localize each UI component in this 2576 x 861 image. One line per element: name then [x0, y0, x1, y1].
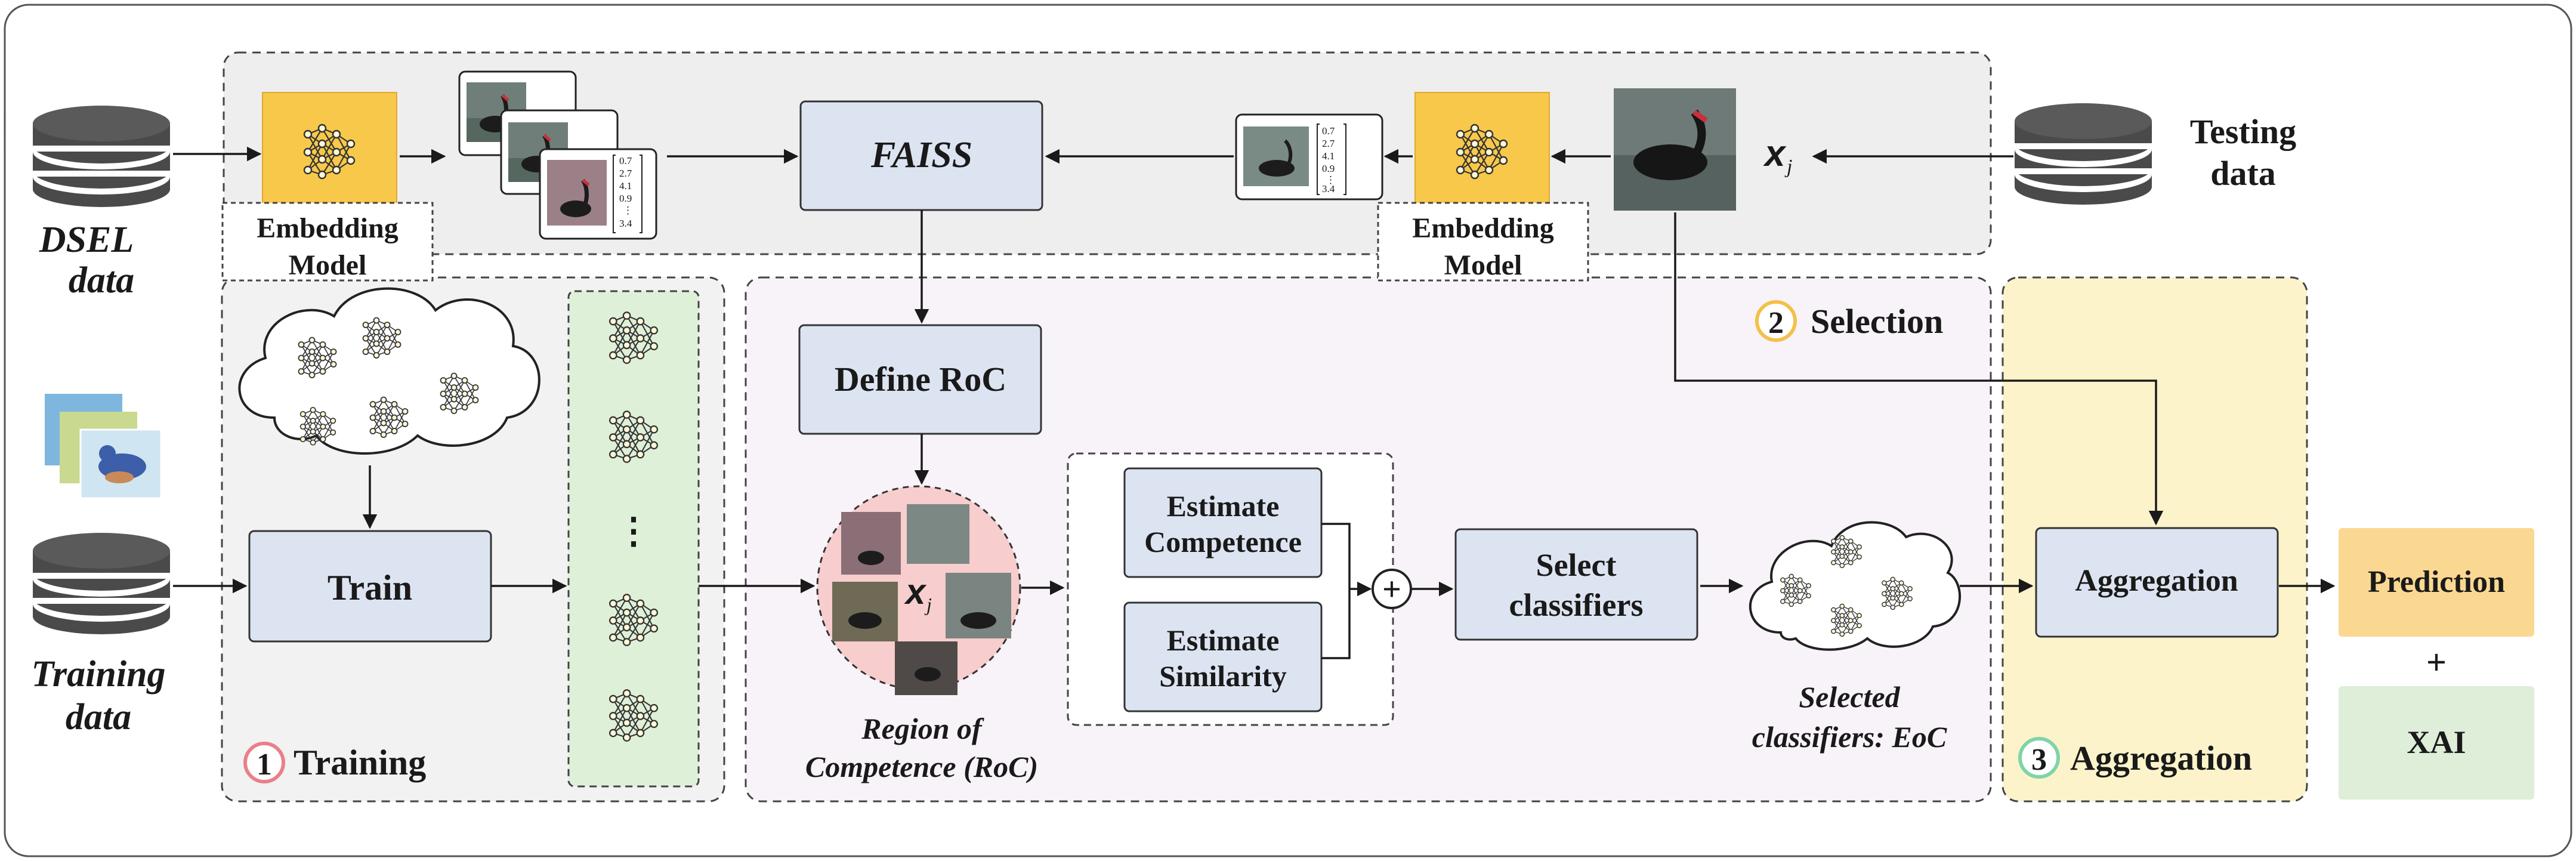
svg-text:⋮: ⋮: [623, 205, 633, 216]
xai-box: [2339, 686, 2534, 800]
estimate-competence-line2: Competence: [1144, 525, 1302, 558]
svg-text:x: x: [1763, 133, 1787, 174]
combine-node: [1372, 569, 1412, 609]
training-label-line1: Training: [31, 654, 165, 695]
selected-classifiers-cloud: [1749, 521, 1961, 651]
svg-text:x: x: [904, 572, 927, 612]
selected-caption-line2: classifiers: EoC: [1752, 720, 1947, 754]
define-roc-box: [798, 324, 1042, 435]
estimate-competence-box: [1123, 467, 1323, 578]
dsel-label-line1: DSEL: [39, 220, 134, 260]
roc-caption-line2: Competence (RoC): [805, 750, 1038, 783]
stage-2-label: Selection: [1811, 302, 1943, 341]
testing-label-line1: Testing: [2190, 112, 2296, 151]
stage-2-number: 2: [1768, 306, 1784, 340]
query-image: [1614, 88, 1736, 211]
feature-cards-stack: [458, 70, 657, 240]
xai-label: XAI: [2407, 724, 2466, 760]
svg-text:0.9: 0.9: [1322, 163, 1335, 174]
plus-sign: +: [2426, 643, 2447, 682]
prediction-label: Prediction: [2368, 565, 2505, 599]
svg-text:0.7: 0.7: [619, 155, 632, 166]
estimate-competence-line1: Estimate: [1167, 489, 1280, 523]
train-label: Train: [328, 568, 412, 607]
svg-text:3.4: 3.4: [619, 218, 632, 229]
faiss-label: FAISS: [870, 135, 972, 175]
roc-caption-line1: Region of: [861, 712, 984, 745]
svg-text:2.7: 2.7: [1322, 138, 1335, 149]
dsel-label-line2: data: [69, 260, 134, 301]
testing-database-icon: [2015, 103, 2152, 205]
training-label-line2: data: [66, 697, 131, 737]
stage-2-marker: [1755, 300, 1797, 342]
svg-text:j: j: [1784, 156, 1792, 178]
select-classifiers-line2: classifiers: [1509, 587, 1644, 623]
aggregation-box: [2035, 527, 2279, 638]
svg-text:3.4: 3.4: [1322, 183, 1335, 195]
flow-arrows: [173, 146, 2336, 659]
estimate-similarity-line2: Similarity: [1159, 659, 1287, 693]
embedding-model-left-line1: Embedding: [257, 212, 398, 244]
embedding-model-left-label-box: [221, 202, 434, 282]
svg-text:4.1: 4.1: [1322, 150, 1335, 162]
query-feature-card: 0.7 2.7 4.1 0.9 ⋮ 3.4: [1235, 113, 1383, 200]
embedding-model-right-line2: Model: [1444, 249, 1522, 281]
classifier-cloud-left: [238, 287, 540, 455]
combine-symbol: +: [1382, 571, 1401, 608]
embedding-model-right-line1: Embedding: [1412, 212, 1553, 244]
selected-caption-line1: Selected: [1799, 680, 1900, 714]
stage-3-number: 3: [2031, 743, 2047, 777]
stage-1-number: 1: [257, 748, 272, 782]
select-classifiers-box: [1454, 528, 1698, 641]
training-database-icon: [33, 533, 170, 634]
svg-text:0.9: 0.9: [619, 193, 632, 204]
embedding-model-left-icon: [262, 92, 397, 212]
stage-3-marker: [2018, 737, 2060, 779]
svg-text:2.7: 2.7: [619, 168, 632, 179]
stage-3-label: Aggregation: [2070, 739, 2252, 777]
svg-text:0.7: 0.7: [1322, 125, 1335, 137]
region-of-competence: [816, 485, 1021, 695]
embedding-model-left-line2: Model: [289, 249, 367, 281]
select-classifiers-line1: Select: [1536, 547, 1617, 583]
dsel-database-icon: [33, 106, 170, 207]
stage-1-label: Training: [294, 743, 426, 782]
svg-text:j: j: [924, 594, 932, 615]
stage-1-marker: [243, 742, 285, 783]
prediction-box: [2339, 528, 2534, 637]
training-images-icon: [45, 394, 162, 499]
pool-ellipsis: ⋮: [616, 511, 651, 551]
classifier-pool: [567, 290, 700, 788]
svg-text:4.1: 4.1: [619, 180, 632, 192]
define-roc-label: Define RoC: [835, 360, 1006, 399]
estimate-similarity-box: [1123, 601, 1323, 712]
query-symbol-roc: x j: [904, 572, 932, 615]
testing-label-line2: data: [2210, 154, 2276, 193]
svg-text:⋮: ⋮: [1326, 174, 1336, 186]
feature-vector-left: 0.7 2.7 4.1 0.9 ⋮ 3.4: [613, 155, 643, 233]
estimate-similarity-line1: Estimate: [1167, 624, 1280, 657]
embedding-model-right-icon: [1414, 92, 1550, 212]
aggregation-label: Aggregation: [2075, 564, 2238, 598]
embedding-model-right-label-box: [1377, 202, 1589, 282]
query-symbol-top: x j: [1763, 133, 1792, 178]
